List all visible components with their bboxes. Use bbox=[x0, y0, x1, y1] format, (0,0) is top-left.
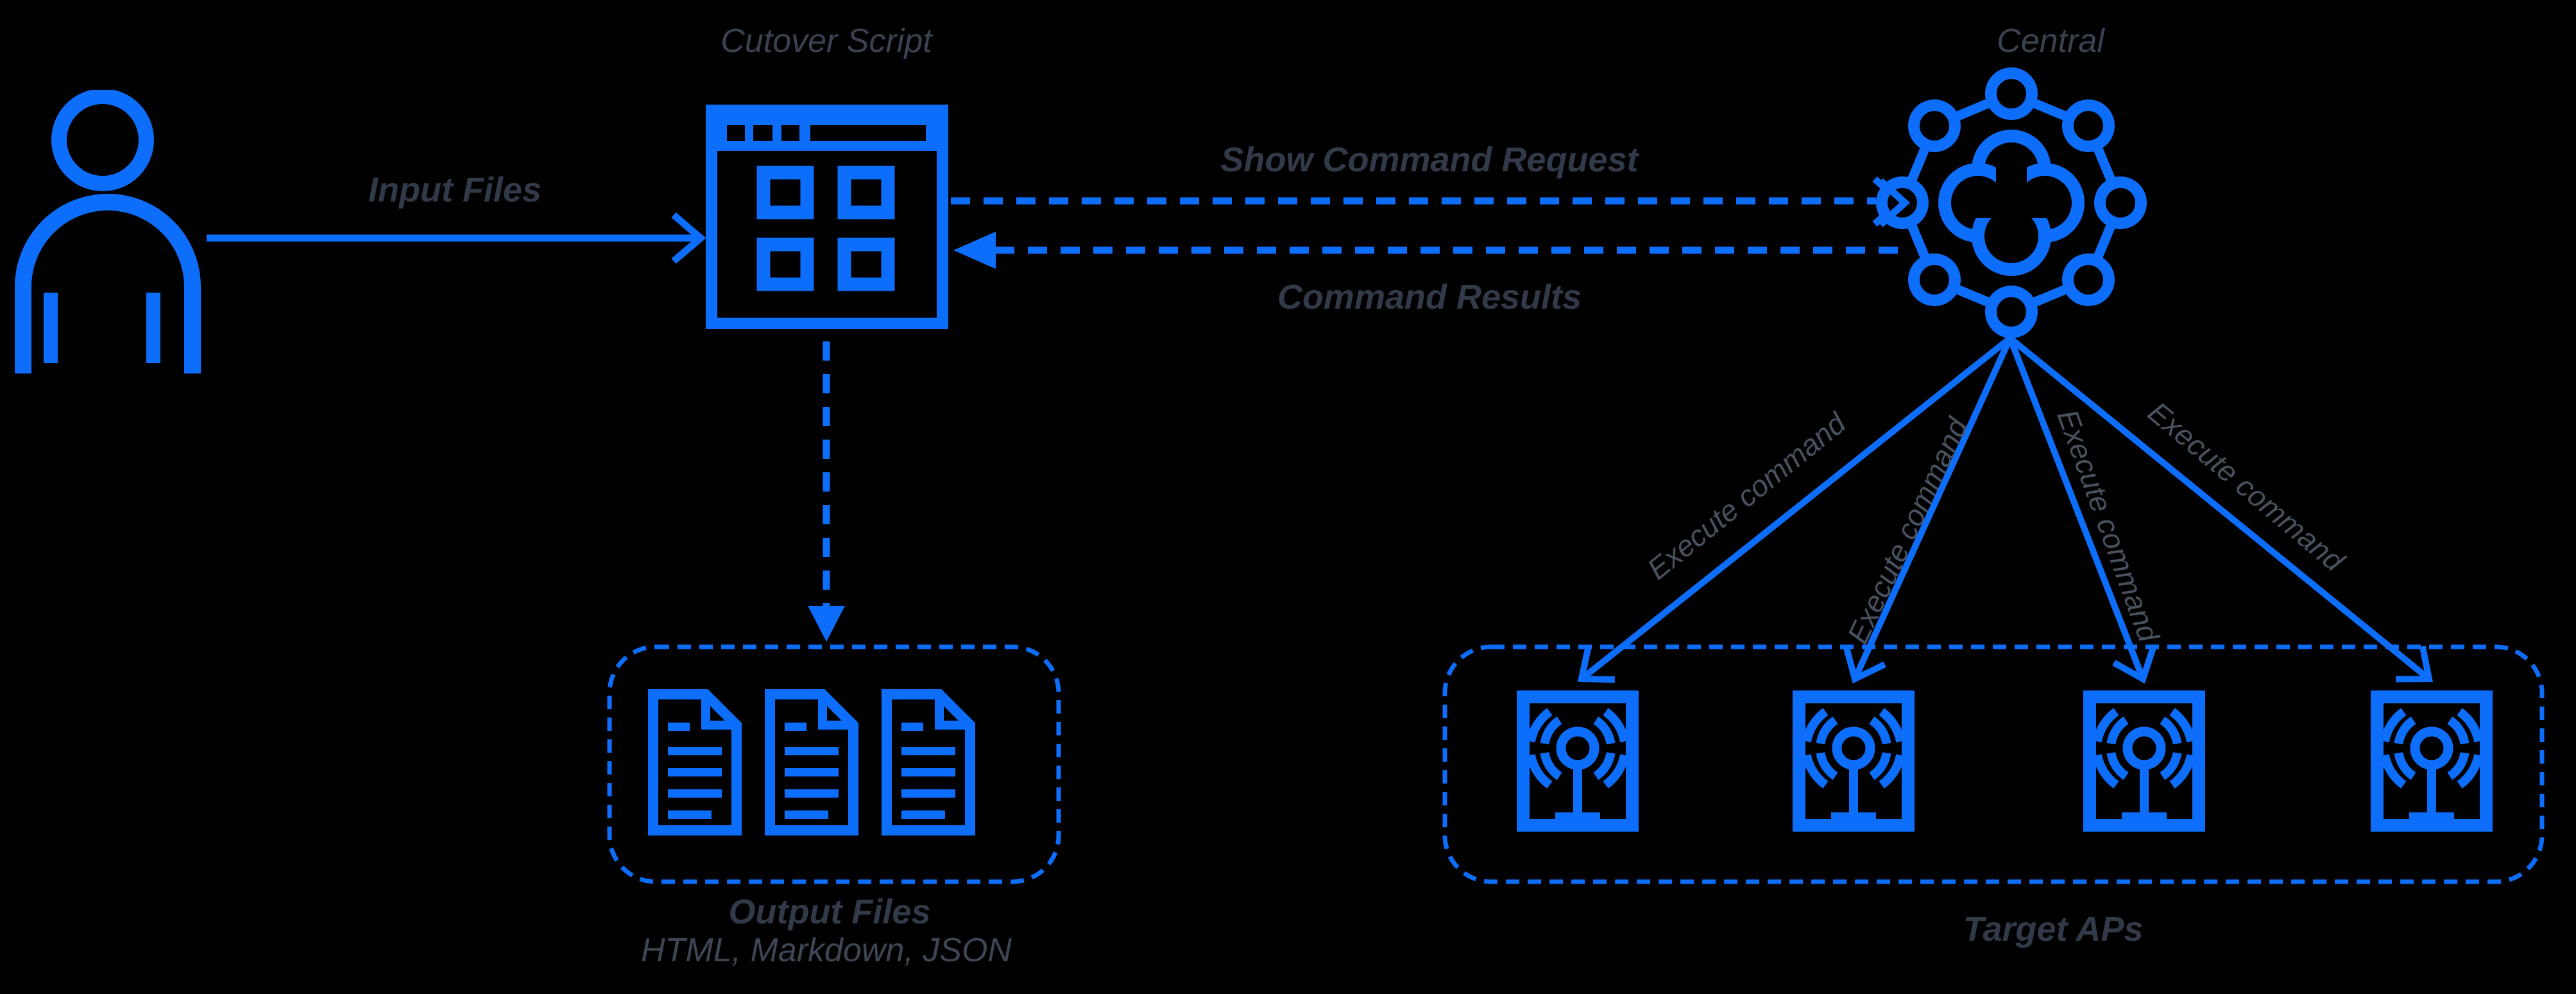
output-files-box bbox=[607, 644, 1061, 884]
user-icon bbox=[15, 90, 201, 373]
output-files-title: Output Files bbox=[728, 893, 931, 931]
script-to-output-arrowhead bbox=[808, 606, 845, 642]
input-files-arrowhead bbox=[671, 212, 706, 264]
target-aps-title: Target APs bbox=[1963, 910, 2144, 948]
document-icon bbox=[647, 688, 743, 837]
execute-command-line-1 bbox=[1577, 336, 2013, 683]
document-icon bbox=[880, 688, 977, 837]
access-point-icon bbox=[2364, 684, 2499, 838]
access-point-icon bbox=[1786, 684, 1921, 838]
execute-command-line-3 bbox=[2007, 337, 2156, 684]
command-results-label: Command Results bbox=[1277, 278, 1582, 316]
document-icon bbox=[763, 688, 860, 837]
execute-command-line-2 bbox=[1843, 336, 2013, 684]
execute-command-line-4 bbox=[2008, 336, 2434, 683]
access-point-icon bbox=[1510, 684, 1645, 838]
central-title: Central bbox=[1997, 22, 2104, 60]
input-files-label: Input Files bbox=[368, 171, 542, 209]
central-cloud-cluster-icon bbox=[1876, 67, 2147, 338]
output-files-subtitle: HTML, Markdown, JSON bbox=[641, 932, 1012, 969]
cutover-script-title: Cutover Script bbox=[721, 22, 932, 60]
show-command-request-label: Show Command Request bbox=[1220, 141, 1639, 179]
app-window-icon bbox=[706, 105, 948, 329]
target-aps-box bbox=[1442, 644, 2545, 884]
command-results-arrowhead bbox=[953, 232, 996, 269]
access-point-icon bbox=[2077, 684, 2212, 838]
